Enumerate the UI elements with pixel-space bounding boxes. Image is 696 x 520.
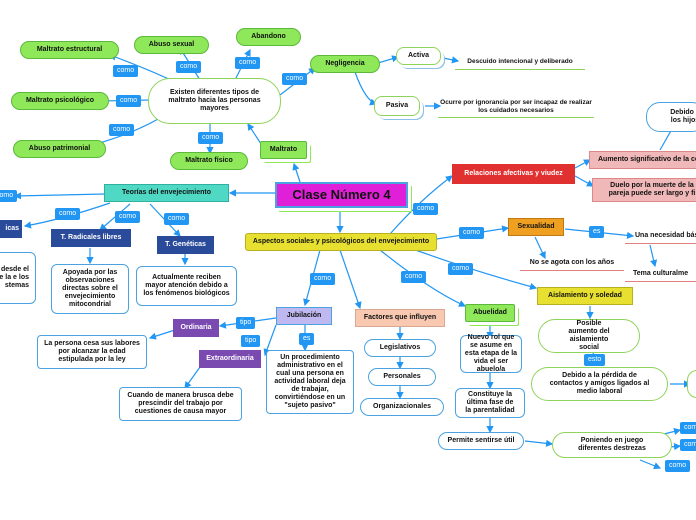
label-como: como [176, 61, 202, 73]
label-como: como [310, 273, 336, 285]
label-como: como [282, 73, 308, 85]
label-como: como [164, 213, 190, 225]
node-sexualidad[interactable]: Sexualidad [508, 218, 564, 236]
node-constituye[interactable]: Constituye la última fase de la parental… [455, 388, 525, 418]
node-factores[interactable]: Factores que influyen [355, 309, 445, 327]
node-t-geneticas[interactable]: T. Genéticas [157, 236, 214, 254]
node-organizacionales[interactable]: Organizacionales [360, 398, 444, 416]
node-radicales-desc[interactable]: Apoyada por las observaciones directas s… [51, 264, 129, 314]
node-nuevo-rol[interactable]: Nuevo rol que se asume en esta etapa de … [460, 334, 522, 373]
label-como: como [448, 263, 474, 275]
label-como: como [116, 95, 142, 107]
node-debido-hijos[interactable]: Debido a los hijos [646, 102, 696, 132]
label-es: es [589, 226, 605, 238]
label-como: como [198, 132, 224, 144]
node-abuso-patrimonial[interactable]: Abuso patrimonial [13, 140, 106, 158]
node-ordinaria-desc[interactable]: La persona cesa sus labores por alcanzar… [37, 335, 147, 369]
node-aumento[interactable]: Aumento significativo de la co [589, 151, 696, 169]
label-como: como [115, 211, 141, 223]
label-como: como [413, 203, 439, 215]
label-como: como [113, 65, 139, 77]
node-aislamiento[interactable]: Aislamiento y soledad [537, 287, 633, 305]
label-como: como [401, 271, 427, 283]
label-es: es [299, 333, 315, 345]
label-tipo: tipo [236, 317, 256, 329]
node-permite[interactable]: Permite sentirse útil [438, 432, 524, 450]
label-como: como [0, 190, 18, 202]
node-extraordinaria[interactable]: Extraordinaria [199, 350, 261, 368]
label-como: como [55, 208, 81, 220]
label-tipo: tipo [241, 335, 261, 347]
node-abuelidad[interactable]: Abuelidad [465, 304, 515, 322]
node-maltrato[interactable]: Maltrato [260, 141, 307, 159]
node-legislativos[interactable]: Legislativos [364, 339, 436, 357]
label-como: como [235, 57, 261, 69]
node-posible[interactable]: Posible aumento del aislamiento social [538, 319, 640, 353]
node-extra-desc[interactable]: Cuando de manera brusca debe prescindir … [119, 387, 242, 421]
node-right-edge[interactable] [687, 370, 696, 398]
node-jubilacion[interactable]: Jubilación [276, 307, 332, 325]
node-duelo[interactable]: Duelo por la muerte de la pareja puede s… [592, 178, 696, 202]
node-maltrato-psicologico[interactable]: Maltrato psicológico [11, 92, 109, 110]
central-title[interactable]: Clase Número 4 [275, 182, 408, 208]
node-aspectos[interactable]: Aspectos sociales y psicológicos del env… [245, 233, 437, 251]
node-jubilacion-desc[interactable]: Un procedimiento administrativo en el cu… [266, 350, 354, 414]
node-maltrato-estructural[interactable]: Maltrato estructural [20, 41, 119, 59]
node-tema[interactable]: Tema culturalme [625, 266, 696, 282]
node-left-desc[interactable]: del desde el de la e los stemas [0, 252, 36, 304]
node-abandono[interactable]: Abandono [236, 28, 301, 46]
label-como: como [665, 460, 691, 472]
label-como: como [459, 227, 485, 239]
node-relaciones[interactable]: Relaciones afectivas y viudez [452, 164, 575, 184]
label-como: como [109, 124, 135, 136]
node-activa[interactable]: Activa [396, 47, 441, 65]
node-debido-perdida[interactable]: Debido a la pérdida de contactos y amigo… [531, 367, 668, 401]
node-personales[interactable]: Personales [368, 368, 436, 386]
node-pasiva[interactable]: Pasiva [374, 96, 420, 116]
label-com: com [680, 422, 696, 434]
node-desc-activa[interactable]: Descuido intencional y deliberado [455, 54, 585, 70]
label-com: com [680, 439, 696, 451]
node-negligencia[interactable]: Negligencia [310, 55, 380, 73]
node-ordinaria[interactable]: Ordinaria [173, 319, 219, 337]
node-necesidad[interactable]: Una necesidad bás [625, 228, 696, 244]
node-abuso-sexual[interactable]: Abuso sexual [134, 36, 209, 54]
node-maltrato-fisico[interactable]: Maltrato físico [170, 152, 248, 170]
node-no-agota[interactable]: No se agota con los años [520, 255, 624, 271]
label-esto: esto [584, 354, 606, 366]
node-t-radicales[interactable]: T. Radicales libres [51, 229, 131, 247]
node-teorias[interactable]: Teorías del envejecimiento [104, 184, 229, 202]
node-t-left[interactable]: icas [0, 220, 22, 238]
node-poniendo[interactable]: Poniendo en juego diferentes destrezas [552, 432, 672, 458]
node-geneticas-desc[interactable]: Actualmente reciben mayor atención debid… [136, 266, 237, 306]
node-existen[interactable]: Existen diferentes tipos de maltrato hac… [148, 78, 281, 124]
node-desc-pasiva[interactable]: Ocurre por ignorancia por ser incapaz de… [438, 96, 594, 118]
